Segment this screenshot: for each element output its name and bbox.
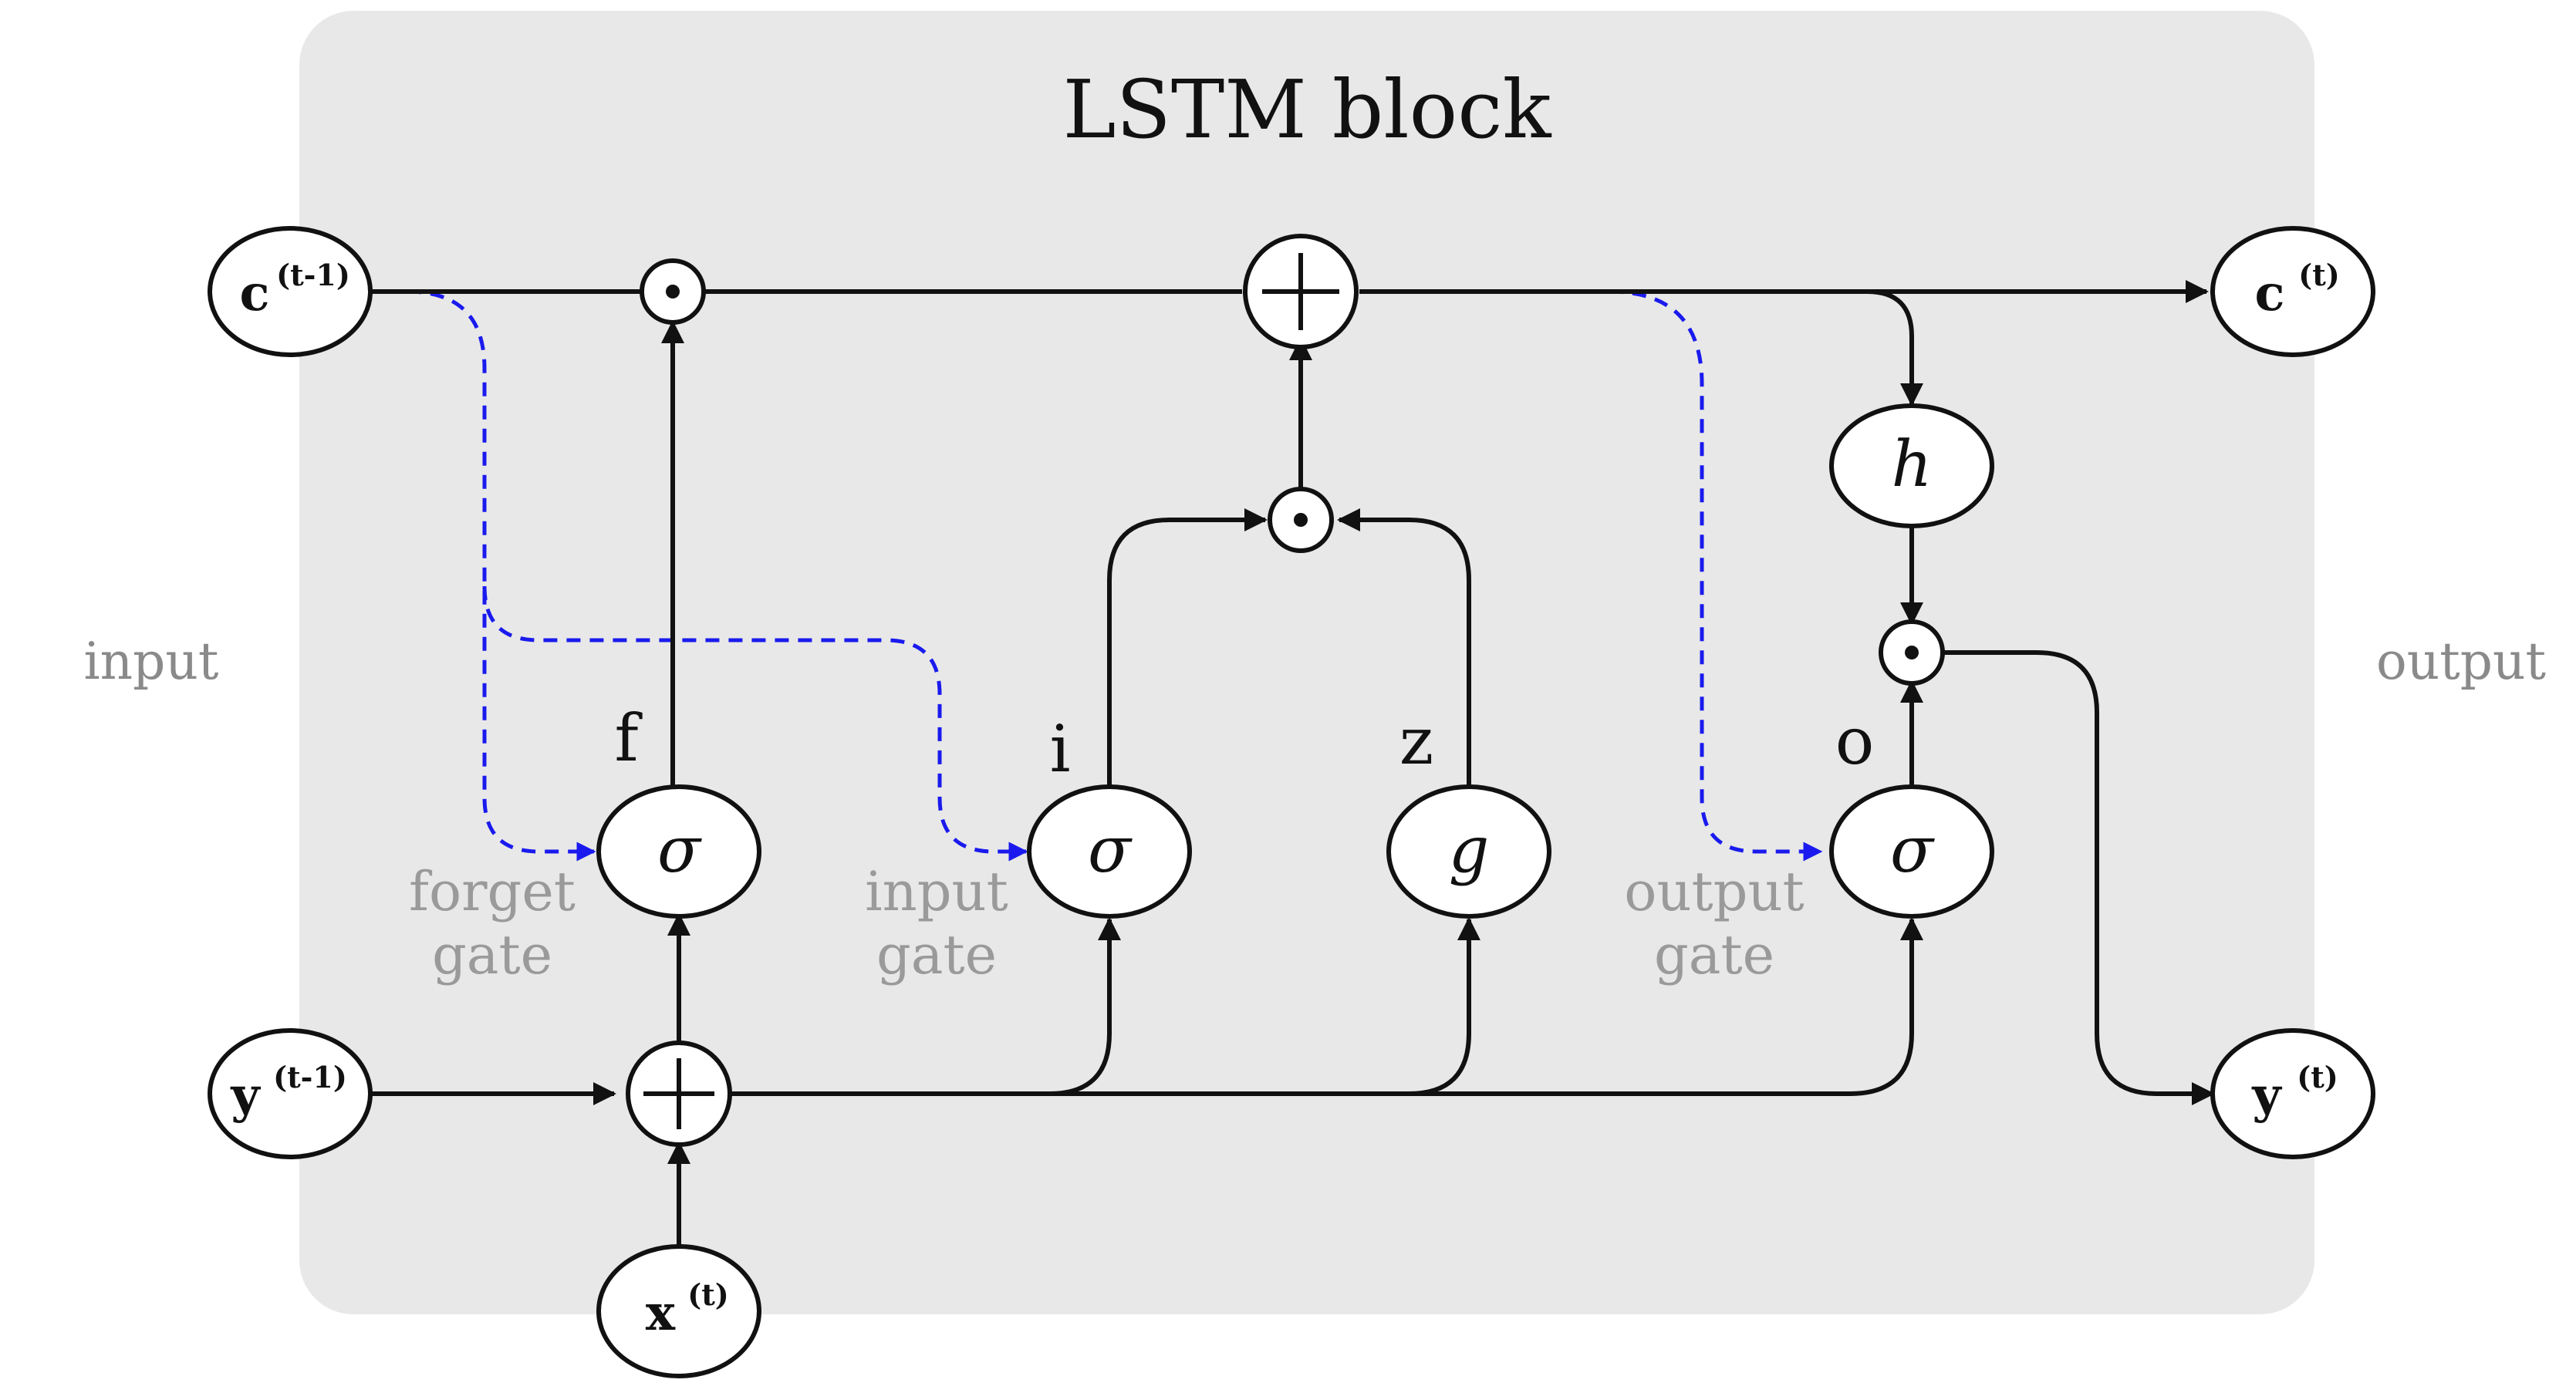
- forget-gate-caption-line1: forget: [409, 860, 576, 923]
- io-node-x-t: x (t): [596, 1244, 761, 1378]
- output-multiply-operator: [1879, 619, 1945, 686]
- y-prev-symbol: y: [230, 1067, 261, 1125]
- input-gate-symbol: σ: [1088, 814, 1133, 887]
- cell-to-h-wire: [1866, 289, 1923, 406]
- data-flow-wires: [370, 280, 2215, 1246]
- input-gate-letter: i: [1050, 711, 1071, 787]
- input-side-label: input: [84, 632, 219, 691]
- c-next-superscript: (t): [2298, 258, 2340, 292]
- io-node-c-prev: c (t-1): [208, 226, 373, 357]
- z-to-mult-wire: [1337, 508, 1471, 788]
- input-sum-operator: [626, 1041, 732, 1147]
- output-gate-caption-line2: gate: [1654, 923, 1774, 987]
- candidate-letter: z: [1399, 703, 1433, 779]
- output-gate-symbol: σ: [1890, 814, 1935, 887]
- io-node-y-prev: y (t-1): [208, 1028, 373, 1159]
- peephole-to-forget-gate: [407, 289, 596, 862]
- diagram-title: LSTM block: [1063, 62, 1552, 157]
- io-node-c-next: c (t): [2210, 226, 2375, 357]
- i-to-mult-wire: [1107, 508, 1268, 788]
- output-gate-node: σ: [1829, 784, 1994, 919]
- input-gate-caption-line2: gate: [876, 923, 997, 987]
- forget-gate-symbol: σ: [657, 814, 702, 887]
- forget-gate-letter: f: [614, 700, 643, 776]
- y-next-superscript: (t): [2297, 1060, 2338, 1094]
- output-gate-letter: o: [1835, 703, 1875, 779]
- input-gate-node: σ: [1027, 784, 1192, 919]
- peephole-connections: [407, 289, 1823, 862]
- cell-add-operator: [1243, 234, 1359, 349]
- x-t-superscript: (t): [687, 1277, 729, 1312]
- y-prev-superscript: (t-1): [273, 1060, 347, 1094]
- h-activation-symbol: h: [1892, 428, 1933, 501]
- candidate-node: g: [1386, 784, 1551, 919]
- c-prev-symbol: c: [240, 265, 270, 322]
- lstm-block-background: [299, 11, 2314, 1314]
- forget-gate-caption-line2: gate: [432, 923, 552, 987]
- svg-text:c: c: [240, 265, 270, 322]
- input-gate-caption-line1: input: [865, 860, 1008, 923]
- forget-multiply-operator: [640, 258, 706, 325]
- x-t-symbol: x: [646, 1284, 676, 1342]
- bus-to-g-wire: [1408, 917, 1480, 1096]
- output-gate-caption-line1: output: [1624, 860, 1804, 923]
- candidate-symbol: g: [1449, 814, 1490, 887]
- peephole-to-input-gate: [482, 585, 1028, 862]
- h-activation-node: h: [1829, 403, 1994, 528]
- output-side-label: output: [2376, 632, 2546, 691]
- io-node-y-next: y (t): [2210, 1028, 2375, 1159]
- bus-to-o-wire: [1849, 917, 1923, 1096]
- bus-to-i-wire: [1048, 917, 1121, 1096]
- mult-to-yt-wire: [1941, 650, 2215, 1105]
- peephole-to-output-gate: [1609, 289, 1823, 862]
- c-next-symbol: c: [2255, 265, 2285, 322]
- input-multiply-operator: [1268, 487, 1334, 553]
- c-prev-superscript: (t-1): [276, 258, 350, 292]
- y-next-symbol: y: [2251, 1067, 2282, 1125]
- forget-gate-node: σ: [596, 784, 761, 919]
